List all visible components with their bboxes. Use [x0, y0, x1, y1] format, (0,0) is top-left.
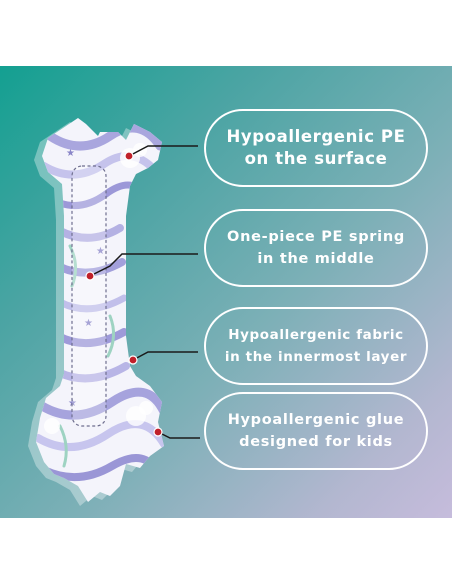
- callout-fabric: Hypoallergenic fabric in the innermost l…: [204, 307, 428, 385]
- callout-surface-line2: on the surface: [244, 149, 388, 168]
- callout-spring: One-piece PE spring in the middle: [204, 209, 428, 287]
- callout-glue: Hypoallergenic glue designed for kids: [204, 392, 428, 470]
- svg-text:★: ★: [96, 246, 105, 257]
- product-infographic: ★ ★ ★ ★ Hypoallergenic PE on the surface: [0, 66, 452, 518]
- svg-text:★: ★: [66, 148, 75, 159]
- indicator-dot-4: [153, 427, 163, 437]
- indicator-dot-3: [128, 355, 138, 365]
- nasal-strip-illustration: ★ ★ ★ ★: [28, 118, 200, 506]
- callout-fabric-line1: Hypoallergenic fabric: [228, 327, 404, 343]
- indicator-dot-2: [85, 271, 95, 281]
- callout-spring-line1: One-piece PE spring: [227, 229, 405, 245]
- callout-surface: Hypoallergenic PE on the surface: [204, 109, 428, 187]
- callout-spring-line2: in the middle: [257, 251, 375, 267]
- callout-glue-line2: designed for kids: [239, 434, 393, 450]
- indicator-dot-1: [124, 151, 134, 161]
- callout-glue-line1: Hypoallergenic glue: [227, 412, 405, 428]
- callout-surface-line1: Hypoallergenic PE: [226, 127, 406, 146]
- leader-lines: [89, 145, 200, 439]
- pe-spring-outline: [71, 165, 107, 427]
- svg-text:★: ★: [84, 318, 93, 329]
- callout-fabric-line2: in the innermost layer: [224, 349, 408, 365]
